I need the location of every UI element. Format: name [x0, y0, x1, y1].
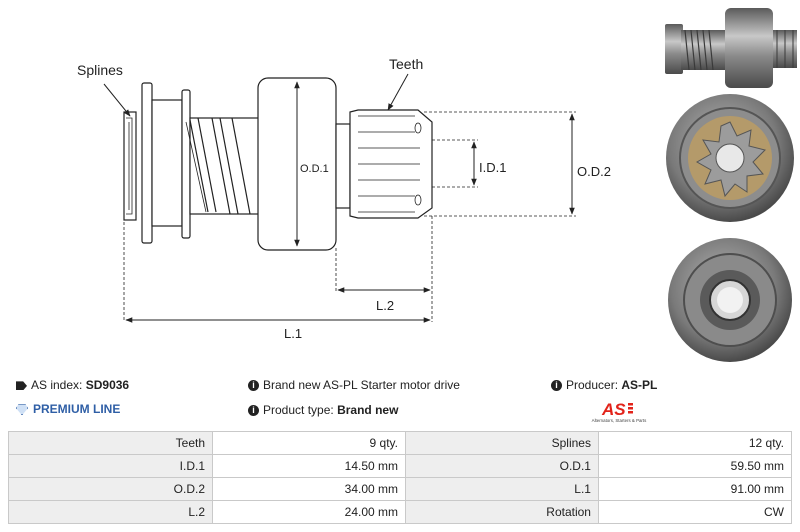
id1-label: I.D.1	[479, 160, 506, 175]
spec-label: O.D.2	[7, 477, 214, 501]
l2-label: L.2	[376, 298, 394, 313]
info-icon: i	[248, 405, 259, 417]
splines-flange	[123, 111, 137, 221]
as-index-label: AS index:	[31, 378, 83, 392]
l1-label: L.1	[284, 326, 302, 341]
info-icon: i	[551, 380, 562, 392]
premium-line-text: PREMIUM LINE	[33, 402, 121, 416]
info-icon: i	[248, 380, 259, 392]
product-type: i Product type: Brand new	[248, 403, 398, 417]
spec-value: 14.50 mm	[212, 454, 406, 478]
logo-mark: AS	[601, 400, 626, 419]
diamond-icon	[16, 404, 28, 416]
spec-value: 24.00 mm	[212, 500, 406, 524]
rear-flange	[141, 82, 153, 244]
side-view-photo	[665, 8, 797, 88]
spec-value: 9 qty.	[212, 431, 406, 455]
spec-label: O.D.1	[405, 454, 599, 478]
front-view-photo	[666, 94, 794, 222]
hub	[335, 123, 351, 209]
description: i Brand new AS-PL Starter motor drive	[248, 378, 460, 392]
spec-value: 59.50 mm	[597, 454, 793, 478]
logo-tagline: Alternators, Starters & Parts	[592, 418, 647, 423]
spec-value: 91.00 mm	[597, 477, 793, 501]
spec-value: 34.00 mm	[212, 477, 406, 501]
spec-value: 12 qty.	[597, 431, 793, 455]
od1-label: O.D.1	[300, 163, 329, 175]
as-index: AS index: SD9036	[16, 378, 129, 392]
product-photos	[665, 8, 797, 362]
spec-label: L.1	[405, 477, 599, 501]
splines-label: Splines	[77, 62, 123, 78]
collar	[181, 89, 191, 239]
washer	[151, 99, 183, 227]
spec-label: Splines	[405, 431, 599, 455]
tag-icon	[16, 381, 27, 391]
starter-drive-diagram: Splines Teeth O.D.1 I.D.1 O.D.2 L.2 L.1	[77, 56, 611, 341]
spec-label: Rotation	[405, 500, 599, 524]
teeth-label: Teeth	[389, 56, 423, 72]
rear-view-photo	[668, 238, 792, 362]
as-pl-logo: AS Alternators, Starters & Parts	[592, 400, 647, 423]
producer-value: AS-PL	[621, 378, 658, 392]
product-type-value: Brand new	[337, 403, 399, 417]
product-type-label: Product type:	[263, 403, 334, 417]
producer: i Producer: AS-PL	[551, 378, 657, 392]
spec-label: Teeth	[7, 431, 214, 455]
od2-label: O.D.2	[577, 164, 611, 179]
as-index-value: SD9036	[85, 378, 130, 392]
spec-value: CW	[597, 500, 793, 524]
premium-line: PREMIUM LINE	[16, 402, 120, 416]
description-text: Brand new AS-PL Starter motor drive	[263, 378, 460, 392]
spec-label: L.2	[7, 500, 214, 524]
spec-label: I.D.1	[7, 454, 214, 478]
producer-label: Producer:	[566, 378, 619, 392]
